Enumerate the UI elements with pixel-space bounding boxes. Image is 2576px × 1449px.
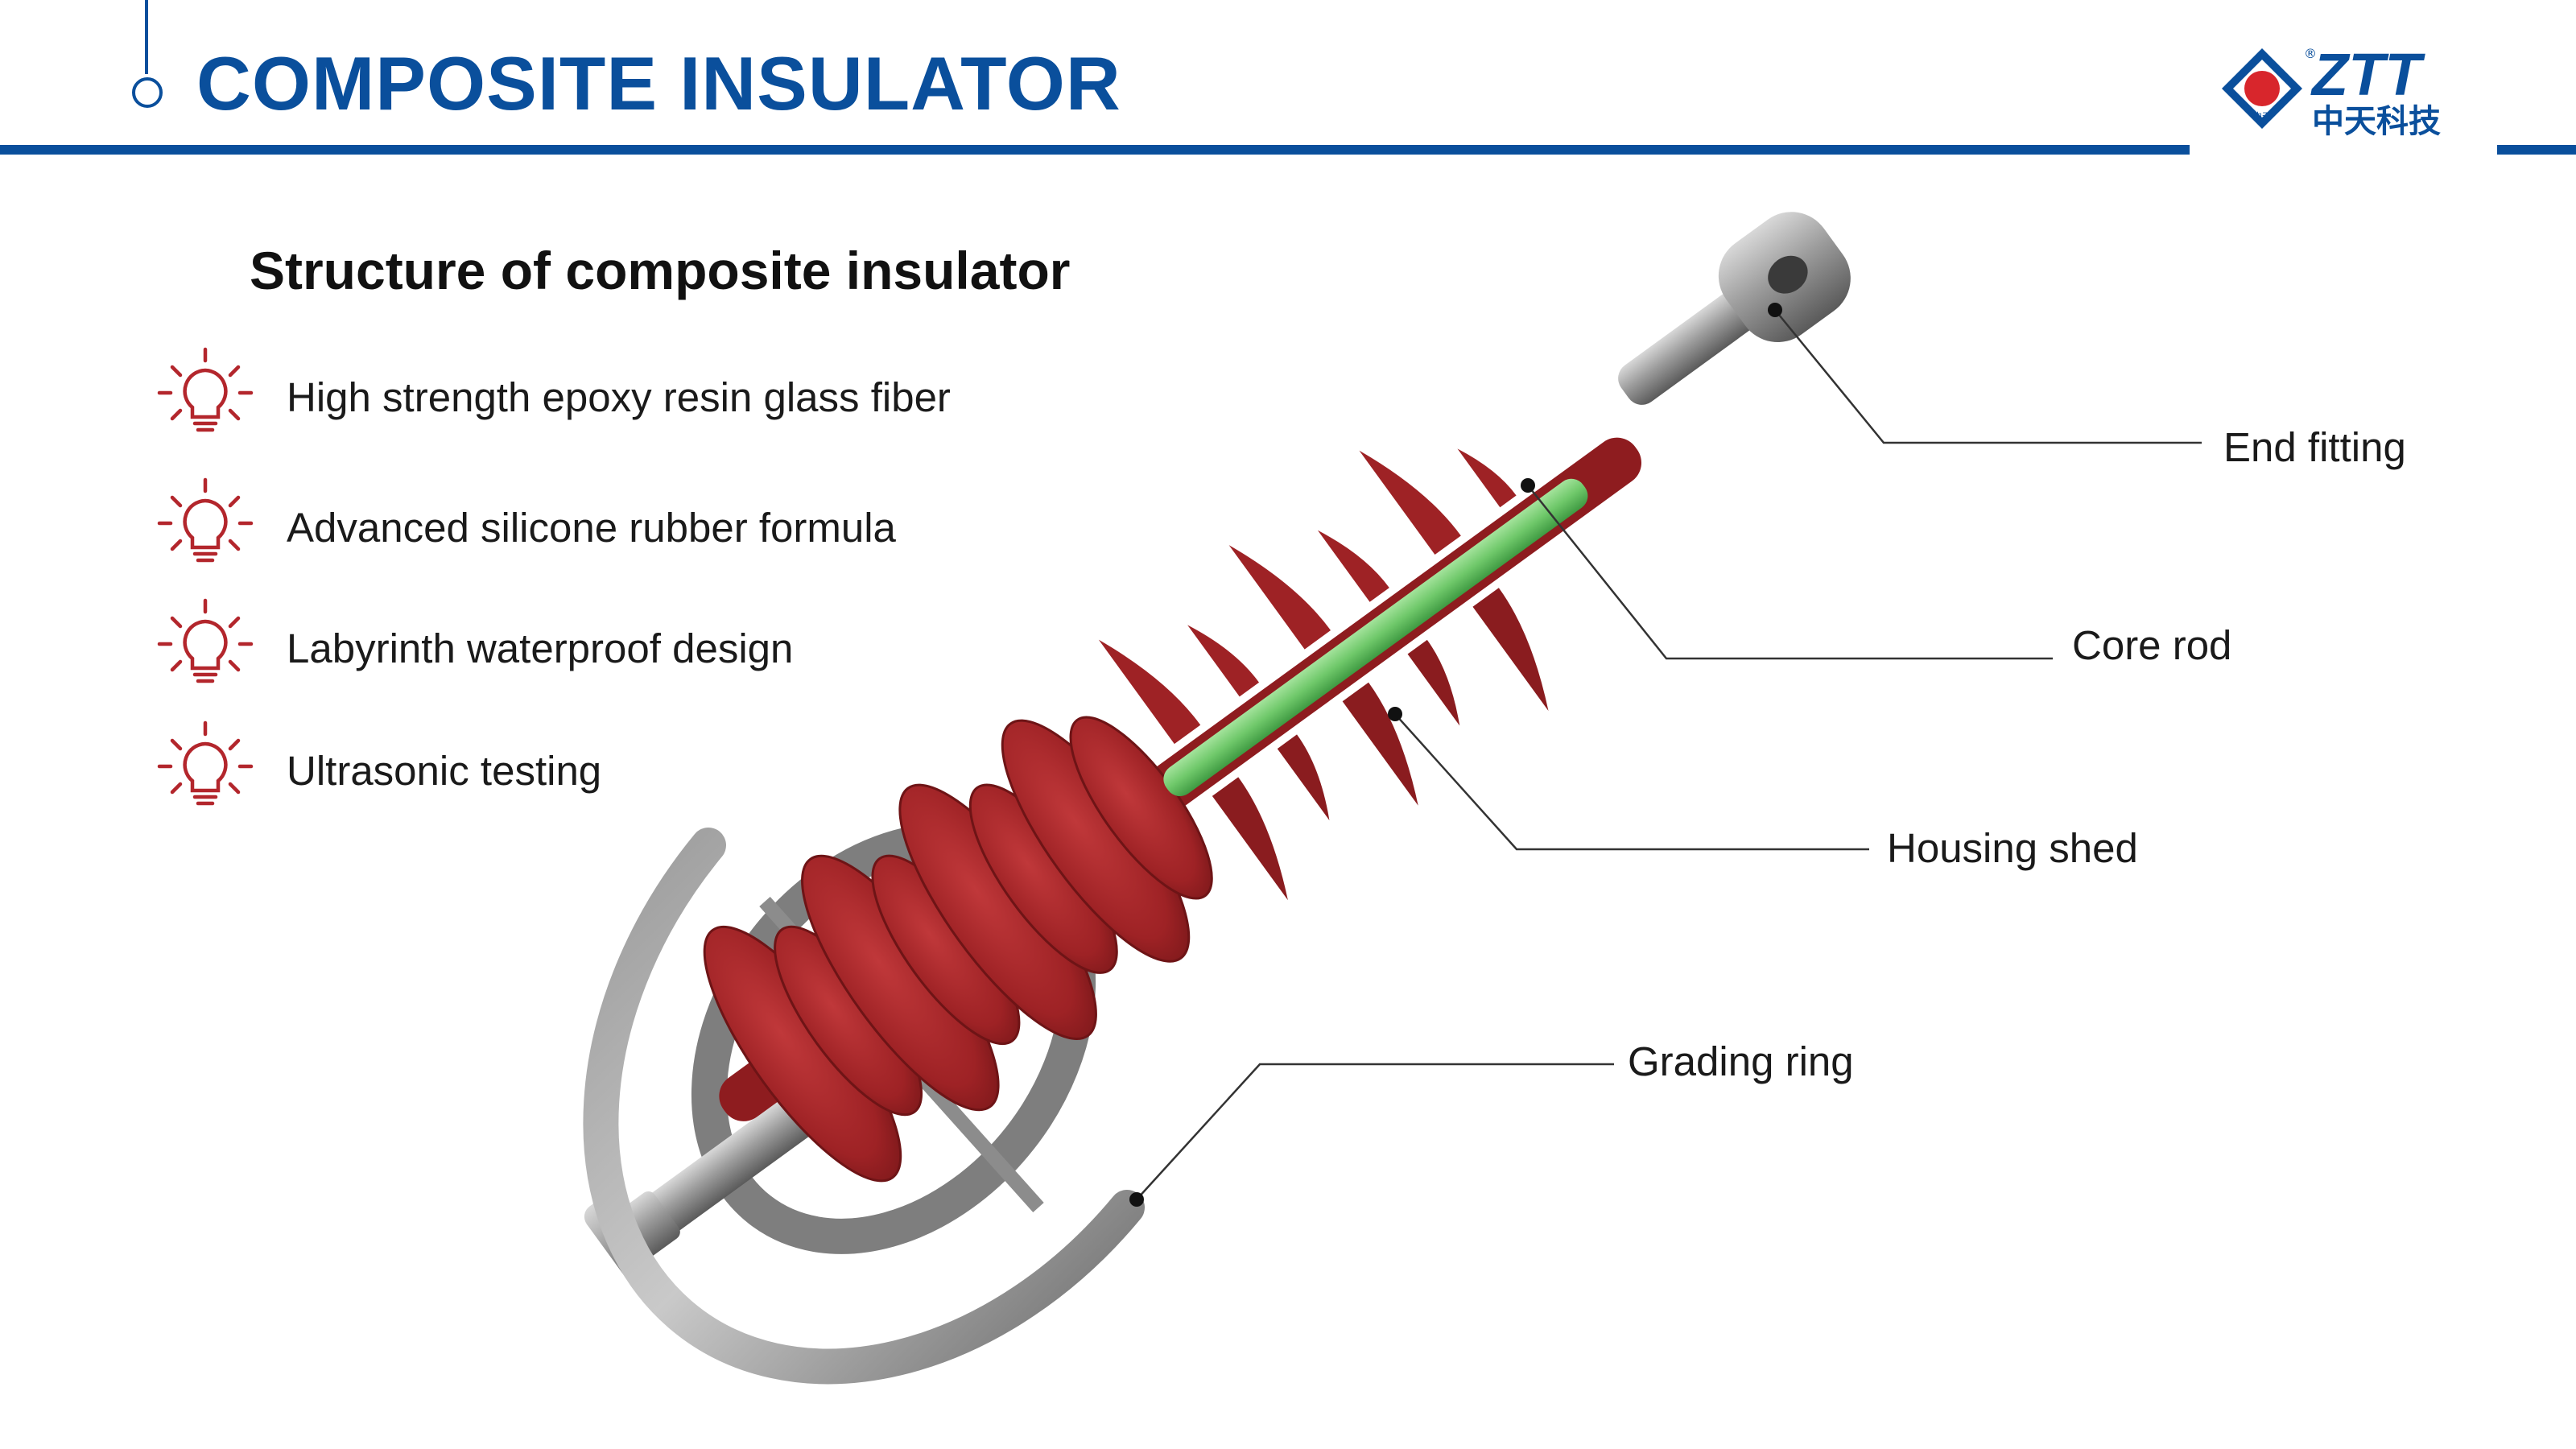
feature-item: Labyrinth waterproof design (153, 594, 1079, 691)
header-divider-right (2497, 145, 2576, 155)
feature-label: High strength epoxy resin glass fiber (287, 374, 951, 420)
ztt-logo: 中天 ® ZTT 中天科技 (2222, 41, 2441, 140)
feature-label: Ultrasonic testing (287, 748, 602, 794)
header-accent-circle (132, 77, 163, 108)
callout-end-fitting: End fitting (2223, 424, 2406, 470)
feature-item: Advanced silicone rubber formula (153, 473, 1079, 570)
grading-ring-front (583, 828, 1145, 1385)
logo-mark-cn: 中天 (2253, 111, 2271, 122)
feature-label: Labyrinth waterproof design (287, 625, 794, 671)
leader-dots (1129, 303, 1782, 1207)
logo-mark-icon: 中天 (2222, 48, 2302, 129)
page-title: COMPOSITE INSULATOR (196, 41, 1121, 126)
logo-text: ZTT (2310, 41, 2425, 108)
core-rod (1163, 478, 1588, 797)
lightbulb-icon (157, 720, 254, 806)
feature-item: High strength epoxy resin glass fiber (153, 343, 1079, 440)
header-divider (0, 145, 2190, 155)
header-accent-line (145, 0, 148, 74)
logo-cn: 中天科技 (2312, 103, 2441, 140)
registered-mark: ® (2304, 46, 2317, 61)
lightbulb-icon (157, 598, 254, 683)
section-subtitle: Structure of composite insulator (250, 241, 1071, 300)
housing-sheds (703, 716, 1213, 1183)
top-end-fitting (1618, 212, 1851, 405)
feature-item: Ultrasonic testing (153, 716, 1079, 813)
leader-lines (1136, 309, 2202, 1200)
feature-label: Advanced silicone rubber formula (287, 505, 896, 551)
callout-grading-ring: Grading ring (1628, 1038, 1854, 1084)
lightbulb-icon (157, 347, 254, 432)
cutaway-sheds (1098, 448, 1549, 901)
callout-housing-shed: Housing shed (1887, 825, 2138, 871)
lightbulb-icon (157, 477, 254, 563)
callout-core-rod: Core rod (2072, 622, 2232, 668)
